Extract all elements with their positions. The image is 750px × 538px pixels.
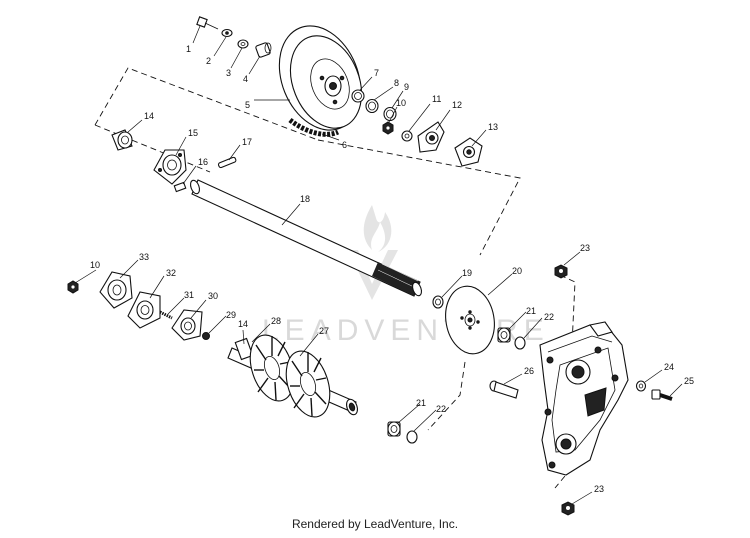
flange-part [417, 121, 445, 153]
key-part [217, 156, 237, 169]
leader-lines [74, 25, 683, 505]
callout-22: 22 [544, 312, 554, 322]
seal-part [406, 430, 418, 444]
callout-25: 25 [684, 376, 694, 386]
callout-24: 24 [664, 362, 674, 372]
spring-part [159, 310, 173, 320]
callout-4: 4 [243, 74, 248, 84]
track-sprocket-assembly-part [227, 334, 358, 418]
bearing-plate-part [127, 291, 161, 329]
assembly-lines [94, 67, 576, 489]
callout-33: 33 [139, 252, 149, 262]
seal-part [514, 336, 526, 350]
watermark-flame-icon [363, 205, 392, 252]
chain-part [288, 118, 340, 137]
callout-30: 30 [208, 291, 218, 301]
callout-31: 31 [184, 290, 194, 300]
washer-part [383, 106, 397, 122]
callout-3: 3 [226, 68, 231, 78]
watermark-text: LEADVENTURE [262, 314, 550, 347]
callout-labels: 1 2 3 4 5 6 7 8 9 10 11 12 13 14 15 16 1… [90, 44, 694, 494]
callout-6: 6 [342, 140, 347, 150]
washer-part [635, 380, 647, 392]
bearing-part [387, 421, 401, 437]
washer-part [365, 98, 379, 114]
brake-disc-group [387, 285, 526, 444]
watermark: LEADVENTURE [262, 205, 550, 347]
callout-28: 28 [271, 316, 281, 326]
bolt-part [173, 181, 187, 193]
callout-21: 21 [526, 306, 536, 316]
bearing-part [497, 327, 511, 343]
callout-14: 14 [144, 111, 154, 121]
callout-11: 11 [432, 94, 441, 104]
callout-10-lower: 10 [90, 260, 100, 270]
footer-credit: Rendered by LeadVenture, Inc. [291, 517, 459, 531]
callout-16: 16 [198, 157, 208, 167]
callout-23-lower: 23 [594, 484, 604, 494]
drive-sprocket-group [67, 271, 358, 418]
bearing-housing-part [153, 149, 187, 185]
callout-17: 17 [242, 137, 252, 147]
chaincase-housing-part [539, 321, 629, 476]
snap-ring-part [432, 295, 444, 309]
callout-14-lower: 14 [238, 319, 248, 329]
callout-13: 13 [488, 122, 498, 132]
callout-23: 23 [580, 243, 590, 253]
callout-32: 32 [166, 268, 176, 278]
bearing-part [111, 129, 133, 151]
bolt-part [651, 389, 673, 401]
brake-disc-part [445, 285, 495, 355]
callout-8: 8 [394, 78, 399, 88]
callout-1: 1 [186, 44, 191, 54]
callout-12: 12 [452, 100, 462, 110]
callout-9: 9 [404, 82, 409, 92]
callout-10: 10 [396, 98, 406, 108]
callout-22-lower: 22 [436, 404, 446, 414]
flange-part [171, 309, 203, 341]
spacer-part [255, 42, 272, 58]
callout-29: 29 [226, 310, 236, 320]
callout-27: 27 [319, 326, 329, 336]
callout-5: 5 [245, 100, 250, 110]
callout-7: 7 [374, 68, 379, 78]
callout-26: 26 [524, 366, 534, 376]
nut-part [202, 332, 210, 340]
drive-shaft-part [189, 179, 423, 297]
callout-2: 2 [206, 56, 211, 66]
driven-clutch-group [111, 16, 483, 193]
pin-part [489, 380, 519, 399]
callout-15: 15 [188, 128, 198, 138]
bearing-housing-part [99, 271, 133, 309]
callout-18: 18 [300, 194, 310, 204]
driven-sheave-part [278, 25, 363, 131]
washer-part [237, 39, 249, 49]
bearing-plate-part [454, 137, 483, 167]
callout-21-lower: 21 [416, 398, 426, 408]
snap-ring-part [351, 89, 365, 103]
callout-19: 19 [462, 268, 472, 278]
callout-20: 20 [512, 266, 522, 276]
bearing-part [401, 130, 413, 142]
bolt-part [196, 16, 219, 30]
